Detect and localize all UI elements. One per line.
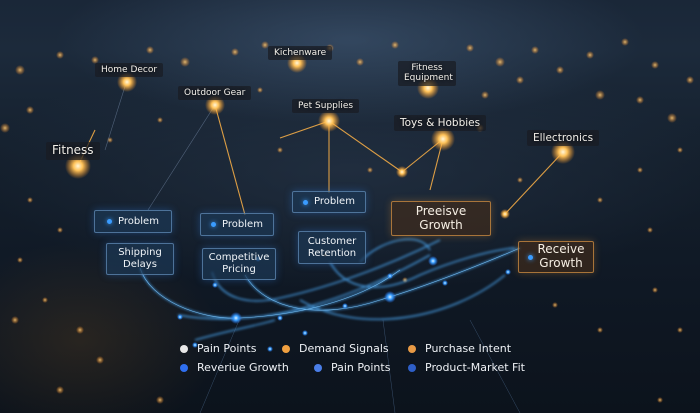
legend-row-2: Reveriue Growth Pain Points Product-Mark… xyxy=(180,358,525,377)
category-label-outdoor-gear: Outdoor Gear xyxy=(178,86,252,101)
category-label-kitchenware: Kichenware xyxy=(268,46,333,61)
legend-item-pain-points-2: Pain Points xyxy=(314,361,408,374)
legend-swatch-icon xyxy=(408,363,416,372)
legend-label: Purchase Intent xyxy=(425,342,512,355)
problem-box-1[interactable]: Problem xyxy=(94,210,172,233)
legend-swatch-icon xyxy=(314,363,322,372)
problem-dot-icon xyxy=(211,222,217,227)
category-label-toys-hobbies: Toys & Hobbies xyxy=(394,115,487,132)
growth-line: Preeisve xyxy=(415,203,467,218)
issue-line: Competitive xyxy=(208,252,270,263)
legend-item-revenue-growth: Reveriue Growth xyxy=(180,361,314,374)
category-label-electronics: Ellectronics xyxy=(527,130,600,147)
category-label-home-decor: Home Decor xyxy=(95,63,164,78)
legend-label: Reveriue Growth xyxy=(197,361,289,374)
growth-line: Growth xyxy=(419,217,463,232)
legend-item-purchase-intent: Purchase Intent xyxy=(408,342,511,355)
legend-swatch-icon xyxy=(408,344,416,353)
legend-label: Pain Points xyxy=(197,342,257,355)
issue-line: Pricing xyxy=(222,264,256,275)
legend-label: Demand Signals xyxy=(299,342,389,355)
growth-line: Receive xyxy=(537,242,585,257)
problem-box-2[interactable]: Problem xyxy=(200,213,274,236)
legend: Pain Points Demand Signals Purchase Inte… xyxy=(180,339,525,377)
issue-line: Delays xyxy=(123,259,157,270)
legend-item-pain-points: Pain Points xyxy=(180,342,282,355)
problem-dot-icon xyxy=(303,199,309,205)
problem-box-3[interactable]: Problem xyxy=(292,191,366,213)
problem-label: Problem xyxy=(314,196,355,207)
category-label-fitness-equipment: Fitness Equipment xyxy=(398,61,456,86)
issue-line: Customer xyxy=(307,235,357,247)
legend-swatch-icon xyxy=(282,344,290,353)
legend-swatch-icon xyxy=(180,344,188,353)
legend-label: Product-Market Fit xyxy=(425,361,525,374)
legend-label: Pain Points xyxy=(331,361,391,374)
legend-item-demand-signals: Demand Signals xyxy=(282,342,408,355)
growth-line: Growth xyxy=(539,256,583,270)
issue-line: Shipping xyxy=(118,247,162,258)
problem-label: Problem xyxy=(118,215,159,227)
growth-dot-icon xyxy=(527,254,533,260)
category-label-fitness: Fitness xyxy=(46,142,100,160)
legend-swatch-icon xyxy=(180,363,188,372)
problem-label: Problem xyxy=(222,218,263,230)
legend-item-product-market-fit: Product-Market Fit xyxy=(408,361,525,374)
problem-dot-icon xyxy=(107,219,113,224)
legend-row-1: Pain Points Demand Signals Purchase Inte… xyxy=(180,339,525,358)
issue-line: Retention xyxy=(307,247,357,259)
category-label-pet-supplies: Pet Supplies xyxy=(292,99,360,114)
